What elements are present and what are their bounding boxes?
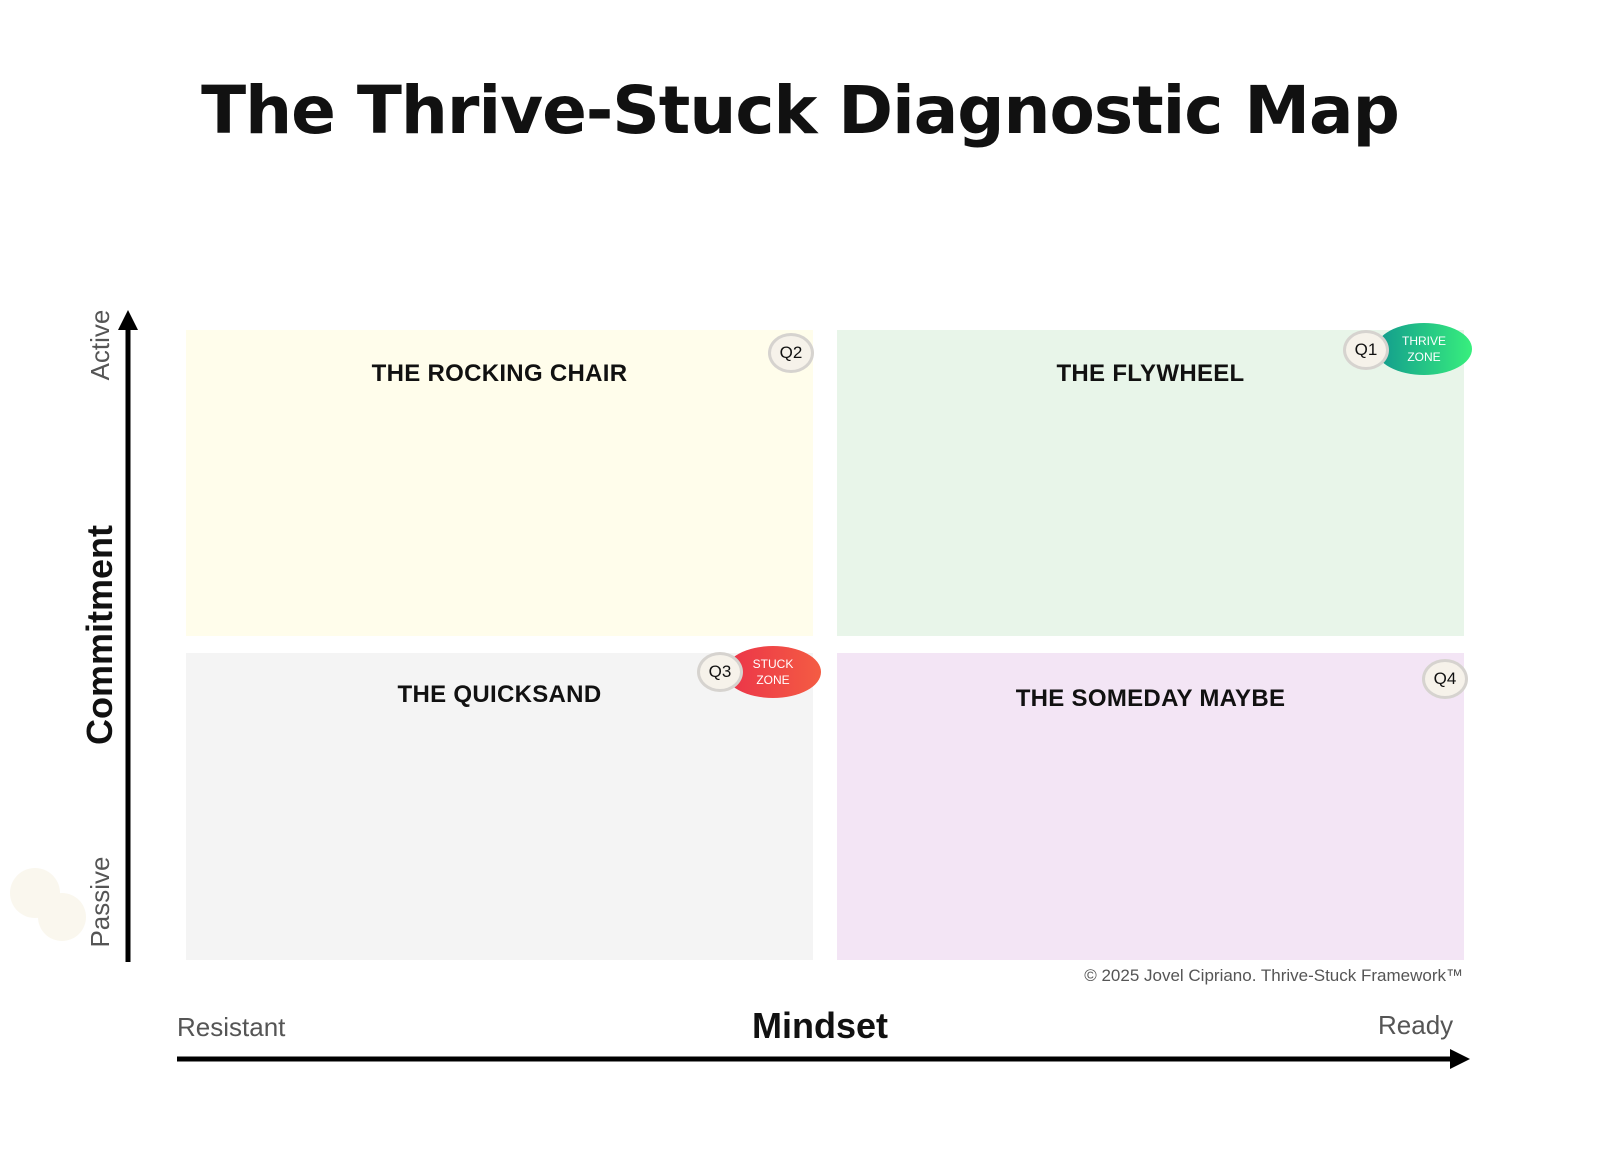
zone-label-line1: STUCK: [752, 657, 794, 671]
quadrant-quicksand: THE QUICKSAND: [186, 653, 813, 960]
quadrant-badge-q1: Q1: [1343, 330, 1389, 370]
quadrant-label: THE FLYWHEEL: [1056, 360, 1245, 387]
quadrant-flywheel: THE FLYWHEEL: [837, 330, 1464, 636]
quadrant-someday-maybe: THE SOMEDAY MAYBE: [837, 653, 1464, 960]
quadrant-badge-q4: Q4: [1422, 659, 1468, 699]
x-axis-title: Mindset: [751, 1005, 888, 1046]
zone-label-line2: ZONE: [756, 673, 790, 687]
quadrant-rocking-chair: THE ROCKING CHAIR: [186, 330, 813, 636]
decorative-circle: [38, 893, 86, 941]
page-title: The Thrive-Stuck Diagnostic Map: [201, 72, 1400, 149]
y-axis-title: Commitment: [79, 524, 120, 745]
quadrant-label: THE QUICKSAND: [397, 681, 602, 708]
y-axis-arrowhead: [118, 310, 138, 330]
x-axis-low-label: Resistant: [177, 1012, 286, 1042]
y-axis-high-label: Active: [85, 309, 115, 381]
zone-label-line1: THRIVE: [1401, 334, 1446, 348]
x-axis-arrowhead: [1450, 1049, 1470, 1069]
thrive-zone-badge: THRIVE ZONE: [1376, 323, 1472, 375]
copyright-text: © 2025 Jovel Cipriano. Thrive-Stuck Fram…: [1084, 966, 1463, 985]
quadrant-badge-q2: Q2: [768, 333, 814, 373]
x-axis-high-label: Ready: [1378, 1010, 1454, 1040]
quadrant-label: THE SOMEDAY MAYBE: [1015, 685, 1286, 712]
quadrant-badge-q3: Q3: [697, 652, 743, 692]
y-axis-low-label: Passive: [85, 856, 115, 948]
quadrant-label: THE ROCKING CHAIR: [371, 360, 628, 387]
zone-label-line2: ZONE: [1407, 350, 1441, 364]
